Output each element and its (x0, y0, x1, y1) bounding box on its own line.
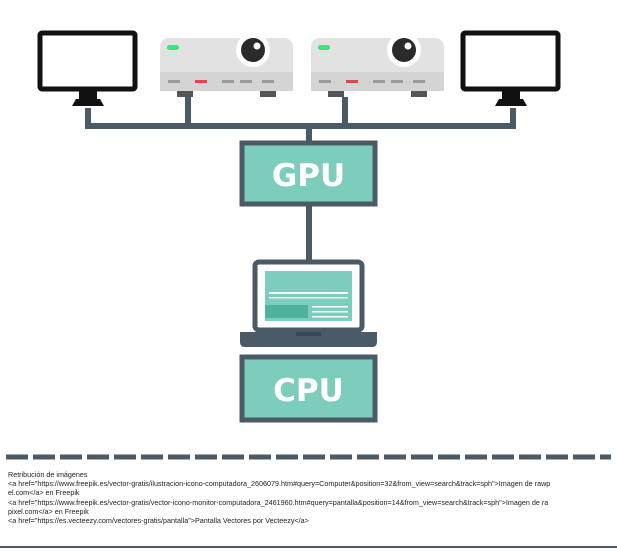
gpu-cpu-display-diagram: GPU CPU (37, 30, 561, 423)
credits-heading: Retribución de imágenes (8, 470, 88, 479)
cpu-label: CPU (273, 373, 344, 409)
credit-line: <a href="https://www.freepik.es/vector-g… (8, 479, 551, 489)
bottom-rule (0, 546, 617, 548)
projector-right-icon (311, 33, 444, 97)
credit-line: pixel.com</a> en Freepik (8, 506, 89, 516)
monitor-left-icon (37, 30, 138, 106)
connection-lines (85, 97, 516, 262)
credit-line: <a href="https://es.vecteezy.com/vectore… (8, 516, 309, 526)
gpu-label: GPU (272, 158, 345, 194)
monitor-right-icon (460, 30, 561, 106)
cpu-box: CPU (239, 354, 378, 423)
dashed-divider (6, 454, 611, 460)
laptop-icon (240, 259, 377, 347)
gpu-box: GPU (239, 140, 378, 207)
projector-left-icon (160, 33, 293, 97)
credit-line: el.com</a> en Freepik (8, 488, 80, 498)
image-credits: Retribución de imágenes <a href="https:/… (8, 470, 617, 525)
credit-line: <a href="https://www.freepik.es/vector-g… (8, 497, 549, 507)
